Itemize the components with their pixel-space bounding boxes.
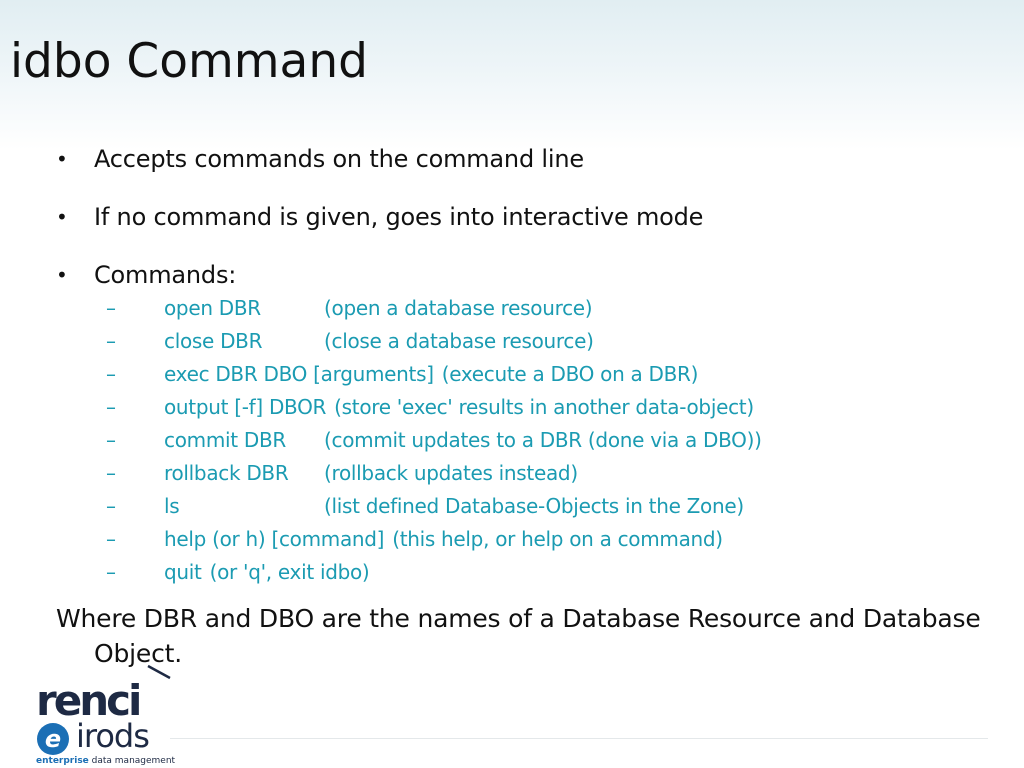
bullet-glyph: • [56,263,68,287]
bullet-item: • Accepts commands on the command line [56,142,996,176]
dash-glyph: – [106,494,116,518]
bullet-list: • Accepts commands on the command line •… [56,142,996,589]
command-item: – exec DBR DBO [arguments] (execute a DBO … [106,358,996,391]
command-item: – ls (list defined Database-Objects in the… [106,490,996,523]
bullet-glyph: • [56,147,68,171]
dash-glyph: – [106,527,116,551]
command-description: (or 'q', exit idbo) [209,560,370,584]
dash-glyph: – [106,362,116,386]
command-name: help (or h) [command] [164,527,385,551]
footer-divider [170,738,988,739]
command-description: (store 'exec' results in another data-ob… [334,395,754,419]
command-description: (rollback updates instead) [324,461,578,485]
command-description: (open a database resource) [324,296,593,320]
command-name: commit DBR [164,428,286,452]
command-name: rollback DBR [164,461,289,485]
bullet-item: • If no command is given, goes into inte… [56,200,996,234]
footer-note: Where DBR and DBO are the names of a Dat… [56,604,981,668]
logo-tagline: enterprise data management [36,756,175,766]
bullet-glyph: • [56,205,68,229]
bullet-item-commands: • Commands: – open DBR (open a database re… [56,258,996,589]
irods-text: irods [76,717,150,755]
command-list: – open DBR (open a database resource) – clo… [94,292,996,589]
bullet-text: If no command is given, goes into intera… [94,203,704,231]
command-name: output [-f] DBOR [164,395,327,419]
command-name: exec DBR DBO [arguments] [164,362,434,386]
command-item: – help (or h) [command] (this help, or hel… [106,523,996,556]
renci-wordmark: renci [36,676,142,725]
irods-e-letter: e [45,725,61,753]
dash-glyph: – [106,296,116,320]
slide-title: idbo Command [10,34,368,89]
command-description: (execute a DBO on a DBR) [441,362,699,386]
renci-nci: nci [79,676,142,725]
tagline-rest: data management [88,756,176,766]
renci-re: re [36,676,82,725]
command-name: ls [164,494,180,518]
bullet-text: Accepts commands on the command line [94,145,584,173]
command-description: (close a database resource) [324,329,594,353]
logo-slash-mark [147,664,171,680]
command-name: open DBR [164,296,261,320]
dash-glyph: – [106,428,116,452]
command-item: – close DBR (close a database resource) [106,325,996,358]
dash-glyph: – [106,560,116,584]
command-item: – commit DBR (commit updates to a DBR (don… [106,424,996,457]
command-description: (this help, or help on a command) [392,527,723,551]
command-name: close DBR [164,329,263,353]
dash-glyph: – [106,461,116,485]
command-item: – open DBR (open a database resource) [106,292,996,325]
command-description: (commit updates to a DBR (done via a DBO… [324,428,762,452]
irods-e-icon: e [37,723,69,755]
bullet-text: Commands: [94,261,237,289]
renci-irods-logo: renci e irods enterprise data management [36,660,175,768]
tagline-enterprise: enterprise [36,756,89,766]
command-description: (list defined Database-Objects in the Zo… [324,494,744,518]
command-item: – rollback DBR (rollback updates instead) [106,457,996,490]
dash-glyph: – [106,395,116,419]
command-item: – output [-f] DBOR (store 'exec' results i… [106,391,996,424]
command-item: – quit (or 'q', exit idbo) [106,556,996,589]
command-name: quit [164,560,202,584]
dash-glyph: – [106,329,116,353]
